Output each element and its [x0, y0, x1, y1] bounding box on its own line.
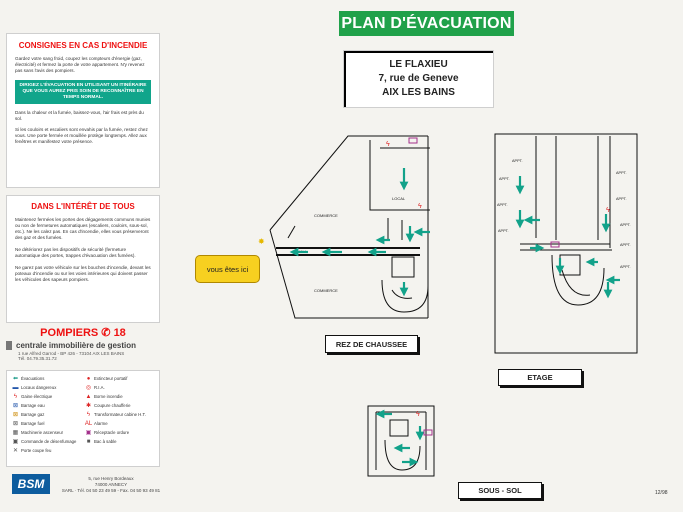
valve-fuel-icon: ⊠	[12, 421, 19, 427]
etage-plan	[494, 133, 638, 354]
centrale-block: centrale immobilière de gestion 1 rue Al…	[6, 341, 166, 361]
rdc-plan	[269, 135, 430, 319]
etage-electric-icon: ϟ	[606, 207, 610, 214]
arrow-left-icon: ⬅	[12, 376, 19, 382]
building-city: AIX LES BAINS	[382, 87, 455, 98]
consignes-text-2: Dans la chaleur et la fumée, baissez-vou…	[15, 110, 144, 121]
bsm-logo: BSM	[12, 474, 50, 494]
rdc-alarm-icon: ✸	[258, 237, 265, 246]
etage-appt-4: APPT.	[498, 229, 509, 233]
rdc-commerce-1: COMMERCE	[314, 213, 338, 218]
plan-reference: 12/98	[655, 490, 668, 496]
transformer-icon: ϟ	[86, 411, 91, 418]
sous-sol-plan	[367, 405, 435, 477]
sandbox-icon: ■	[86, 438, 91, 445]
etage-symbols: ϟ	[550, 207, 610, 248]
legend-ria: ◎R.I.A.	[83, 383, 156, 392]
legend-receptacle: ▣Réceptacle ordure	[83, 428, 156, 437]
rdc-receptacle-icon	[408, 137, 418, 144]
legend-barrage-gaz: ⊠Barrage gaz	[10, 410, 83, 419]
pompiers-number: POMPIERS ✆ 18	[40, 327, 126, 339]
etage-appt-5: APPT.	[616, 171, 627, 175]
label-rdc: REZ DE CHAUSSEE	[325, 335, 418, 353]
heating-cut-icon: ✱	[85, 403, 92, 409]
etage-appt-8: APPT.	[620, 243, 631, 247]
cross-icon: ✕	[12, 448, 19, 454]
centrale-address: 1 rue Alfred Garrod - BP 426 - 73104 AIX…	[18, 351, 125, 356]
rdc-arrows	[289, 168, 430, 297]
rdc-symbols: ϟ ϟ ✸	[258, 137, 422, 246]
consignes-text-3: Si les couloirs et escaliers sont envahi…	[15, 127, 148, 144]
etage-labels: APPT. APPT. APPT. APPT. APPT. APPT. APPT…	[497, 159, 631, 269]
elevator-icon: ▦	[12, 430, 19, 436]
centrale-name: centrale immobilière de gestion	[16, 341, 137, 350]
legend-barrage-eau: ⊠Barrage eau	[10, 401, 83, 410]
legend-evacuations: ⬅Évacuations	[10, 374, 83, 383]
legend-coupure-chaufferie: ✱Coupure chaufferie	[83, 401, 156, 410]
hose-reel-icon: ◎	[85, 385, 92, 391]
centrale-logo-icon	[6, 341, 12, 350]
legend-extincteur: ●Extincteur portatif	[83, 374, 156, 383]
rdc-commerce-2: COMMERCE	[314, 288, 338, 293]
sous-sol-arrows	[375, 409, 425, 467]
etage-appt-9: APPT.	[620, 265, 631, 269]
etage-appt-2: APPT.	[499, 177, 510, 181]
sous-sol-electric-icon: ϟ	[416, 411, 420, 418]
legend-borne-incendie: ▲Borne incendie	[83, 392, 156, 401]
plan-title: PLAN D'ÉVACUATION	[339, 11, 514, 36]
smoke-control-icon: ▣	[12, 439, 19, 445]
consignes-text-1: Gardez votre sang froid, coupez les comp…	[15, 56, 145, 73]
consignes-highlight: DIRIGEZ L'ÉVACUATION EN UTILISANT UN ITI…	[15, 80, 151, 104]
sous-sol-receptacle-icon	[423, 429, 433, 436]
etage-appt-3: APPT.	[497, 203, 508, 207]
etage-appt-6: APPT.	[616, 197, 627, 201]
trash-icon: ▣	[85, 430, 92, 436]
legend-bac-sable: ■Bac à sable	[83, 437, 156, 446]
consignes-title: CONSIGNES EN CAS D'INCENDIE	[18, 41, 148, 50]
rdc-electric-icon-2: ϟ	[418, 203, 422, 210]
rdc-electric-icon: ϟ	[386, 141, 390, 148]
sous-sol-symbols: ϟ	[416, 411, 433, 436]
legend-barrage-fuel: ⊠Barrage fuel	[10, 419, 83, 428]
interet-text-3: Ne garez pas votre véhicule sur les bouc…	[15, 265, 151, 282]
legend-machinerie: ▦Machinerie ascenseur	[10, 428, 83, 437]
interet-text-2: Ne détériorez pas les dispositifs de séc…	[15, 247, 136, 258]
hydrant-icon: ▲	[85, 393, 92, 400]
rdc-local: LOCAL	[392, 196, 406, 201]
etage-appt-1: APPT.	[512, 159, 523, 163]
legend-porte-coupe-feu: ✕Porte coupe feu	[10, 446, 83, 455]
you-are-here-marker: vous êtes ici	[195, 255, 260, 283]
lightning-icon: ϟ	[13, 393, 18, 400]
building-address: LE FLAXIEU 7, rue de Geneve AIX LES BAIN…	[343, 50, 494, 108]
you-are-here-text: vous êtes ici	[206, 264, 249, 274]
interet-panel: DANS L'INTÉRÊT DE TOUS Maintenez fermées…	[6, 195, 160, 323]
etage-appt-7: APPT.	[620, 223, 631, 227]
building-street: 7, rue de Geneve	[378, 73, 459, 84]
interet-title: DANS L'INTÉRÊT DE TOUS	[31, 202, 135, 211]
interet-text-1: Maintenez fermées les portes des dégagem…	[15, 217, 151, 240]
legend-desenfumage: ▣Commande de désenfumage	[10, 437, 83, 446]
bsm-address: 5, rue Henry Bordeaux 74000 ANNECY SARL …	[61, 476, 161, 493]
valve-icon: ⊠	[12, 403, 19, 409]
legend-locaux-dangereux: ▬Locaux dangereux	[10, 383, 83, 392]
consignes-panel: CONSIGNES EN CAS D'INCENDIE Gardez votre…	[6, 33, 160, 188]
etage-arrows	[515, 176, 620, 299]
building-name: LE FLAXIEU	[389, 59, 448, 70]
extinguisher-icon: ●	[86, 375, 91, 382]
valve-gas-icon: ⊠	[12, 412, 19, 418]
label-etage: ETAGE	[498, 369, 582, 386]
square-icon: ▬	[12, 384, 19, 391]
centrale-tel: Tél. 04.79.35.31.72	[18, 356, 57, 361]
etage-receptacle-icon	[550, 241, 560, 248]
label-sous-sol: SOUS - SOL	[458, 482, 542, 499]
alarm-icon: AL	[84, 420, 93, 427]
rdc-labels: COMMERCE COMMERCE HALL LOCAL	[297, 196, 406, 293]
